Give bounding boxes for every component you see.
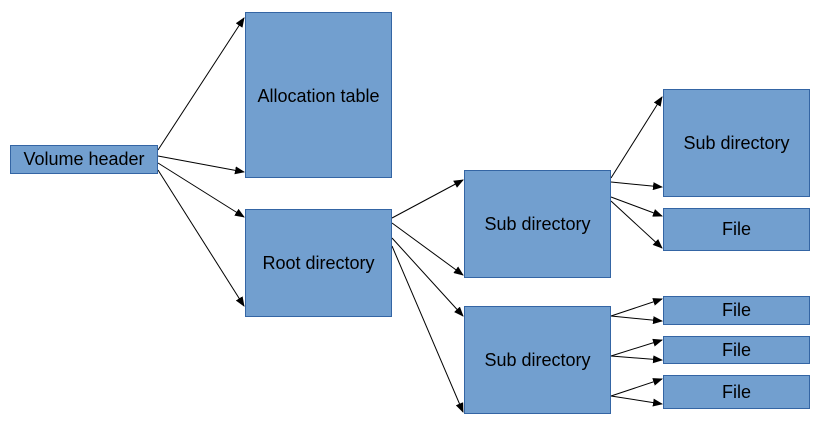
sub-directory-label-2: Sub directory — [484, 349, 591, 370]
edge-volume-to-allocation-bottom — [157, 155, 245, 175]
volume-header-box: Volume header — [10, 145, 158, 174]
edge-volume-to-allocation-top — [157, 17, 245, 151]
sub-directory-label-1: Sub directory — [484, 213, 591, 234]
file-label-4: File — [721, 381, 751, 402]
edge-root-to-subdir1-bottom — [391, 222, 464, 276]
file-box-3: File — [663, 336, 810, 364]
volume-header-label: Volume header — [23, 149, 145, 170]
edge-volume-to-root-bottom — [157, 169, 245, 307]
edge-subdir1-to-subdir3-top — [610, 96, 663, 179]
edge-subdir2-to-file2-top — [610, 298, 663, 317]
file-box-4: File — [663, 375, 810, 409]
file-label-2: File — [721, 300, 751, 321]
sub-directory-box-3: Sub directory — [663, 89, 810, 197]
file-box-2: File — [663, 296, 810, 325]
edge-subdir2-to-file3-top — [610, 338, 663, 357]
edge-root-to-subdir2-bottom — [391, 245, 464, 413]
allocation-table-box: Allocation table — [245, 12, 392, 178]
edge-root-to-subdir2-top — [391, 237, 464, 317]
edge-volume-to-root-top — [157, 162, 245, 218]
sub-directory-label-3: Sub directory — [683, 133, 790, 153]
edge-subdir1-to-file1-top — [610, 196, 663, 217]
edge-subdir1-to-file1-bottom — [610, 200, 663, 249]
root-directory-label: Root directory — [262, 252, 375, 273]
file-label-3: File — [721, 339, 751, 360]
allocation-table-label: Allocation table — [257, 86, 380, 106]
file-box-1: File — [663, 208, 810, 251]
edge-subdir2-to-file2-bottom — [610, 315, 663, 325]
edge-root-to-subdir1-top — [391, 179, 464, 219]
edge-subdir1-to-subdir3-bottom — [610, 181, 663, 191]
edge-subdir2-to-file4-bottom — [610, 395, 663, 407]
edge-subdir2-to-file4-top — [610, 378, 663, 397]
edge-subdir2-to-file3-bottom — [610, 355, 663, 364]
root-directory-box: Root directory — [245, 209, 392, 317]
sub-directory-box-2: Sub directory — [464, 306, 611, 414]
sub-directory-box-1: Sub directory — [464, 170, 611, 278]
file-label-1: File — [721, 219, 751, 240]
